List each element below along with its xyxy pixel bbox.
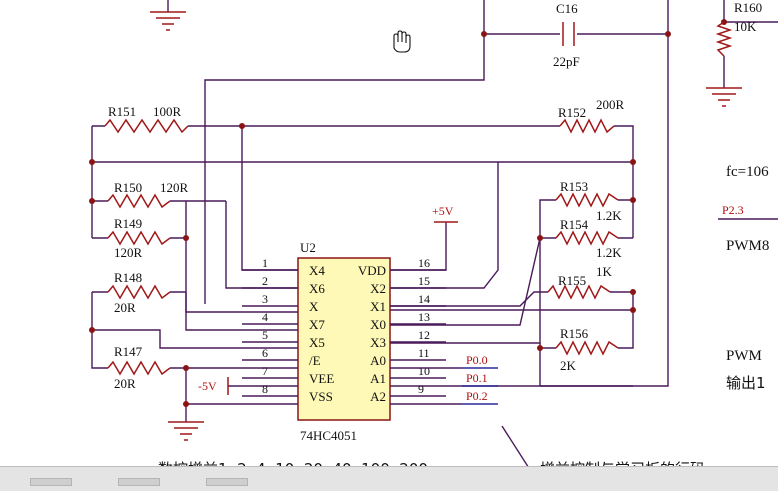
resistor-r147: R147 20R	[107, 344, 171, 391]
chip-pin-number: 7	[262, 364, 268, 378]
chip-pin-name: VEE	[309, 371, 334, 386]
r160-value: 10K	[734, 19, 757, 34]
chip-pin-name: A1	[370, 371, 386, 386]
chip-pin-number: 14	[418, 292, 430, 306]
r147-ref: R147	[114, 344, 143, 359]
ground-symbol-top	[150, 11, 186, 31]
status-slot	[30, 478, 72, 486]
ground-symbol-r160	[706, 87, 742, 107]
r148-value: 20R	[114, 300, 136, 315]
r153-value: 1.2K	[596, 208, 622, 223]
chip-pin-name: VDD	[358, 263, 386, 278]
chip-pin-number: 15	[418, 274, 430, 288]
plus5v-label: +5V	[432, 204, 454, 218]
chip-pin-name: X3	[370, 335, 386, 350]
r152-value: 200R	[596, 97, 625, 112]
r150-ref: R150	[114, 180, 142, 195]
r151-ref: R151	[108, 104, 136, 119]
r150-value: 120R	[160, 180, 189, 195]
chip-pin-name: A2	[370, 389, 386, 404]
status-slot	[206, 478, 248, 486]
c16-ref: C16	[556, 1, 578, 16]
chip-pin-number: 1	[262, 256, 268, 270]
side-notes: fc=106 PWM8 PWM 输出1	[726, 164, 769, 392]
capacitor-c16: C16 22pF	[553, 1, 580, 69]
resistor-r155: R155 1K	[547, 264, 613, 300]
chip-pin-name: X0	[370, 317, 386, 332]
chip-pin-name: A0	[370, 353, 386, 368]
net-p23: P2.3	[722, 203, 744, 217]
chip-pin-name: X5	[309, 335, 325, 350]
r151-value: 100R	[153, 104, 182, 119]
r152-ref: R152	[558, 105, 586, 120]
chip-pin-name: X2	[370, 281, 386, 296]
r154-value: 1.2K	[596, 245, 622, 260]
resistor-r154: R154 1.2K	[555, 217, 622, 260]
r149-value: 120R	[114, 245, 143, 260]
chip-pin-name: X6	[309, 281, 325, 296]
chip-pin-number: 12	[418, 328, 430, 342]
hand-cursor-icon	[393, 30, 411, 53]
resistor-r149: R149 120R	[107, 216, 171, 260]
net-labels: P0.0 P0.1 P0.2 P2.3	[390, 203, 744, 405]
pwm8-note: PWM8	[726, 238, 769, 254]
r154-ref: R154	[560, 217, 589, 232]
chip-pin-name: X1	[370, 299, 386, 314]
resistor-r156: R156 2K	[555, 326, 619, 373]
resistor-r151: R151 100R	[104, 104, 189, 134]
power-plus5v: +5V	[432, 204, 458, 223]
net-p02: P0.2	[466, 389, 488, 403]
resistor-r160: R160 10K	[715, 0, 762, 57]
status-bar	[0, 466, 778, 491]
r147-value: 20R	[114, 376, 136, 391]
chip-pin-number: 3	[262, 292, 268, 306]
wires	[91, 0, 778, 477]
chip-pin-number: 16	[418, 256, 430, 270]
chip-pin-number: 11	[418, 346, 430, 360]
minus5v-label: -5V	[198, 379, 217, 393]
chip-ref: U2	[300, 240, 316, 255]
resistor-r153: R153 1.2K	[555, 179, 622, 223]
chip-pin-number: 10	[418, 364, 430, 378]
fc-note: fc=106	[726, 164, 769, 180]
power-minus5v: -5V	[198, 377, 229, 395]
chip-body	[297, 257, 391, 421]
chip-pin-number: 4	[262, 310, 268, 324]
chip-pin-number: 6	[262, 346, 268, 360]
ground-symbol-chip	[168, 421, 204, 441]
junction-dots	[89, 19, 727, 407]
pwm-note: PWM	[726, 348, 762, 364]
chip-pin-number: 5	[262, 328, 268, 342]
chip-pin-number: 9	[418, 382, 424, 396]
output-note: 输出1	[726, 374, 766, 392]
chip-part: 74HC4051	[300, 428, 357, 443]
resistor-r150: R150 120R	[107, 180, 189, 209]
chip-pin-name: /E	[309, 353, 321, 368]
r155-value: 1K	[596, 264, 613, 279]
chip-pin-number: 2	[262, 274, 268, 288]
r153-ref: R153	[560, 179, 588, 194]
resistor-r152: R152 200R	[558, 97, 625, 134]
resistor-r148: R148 20R	[107, 270, 171, 315]
r156-ref: R156	[560, 326, 589, 341]
chip-pin-number: 13	[418, 310, 430, 324]
r160-ref: R160	[734, 0, 762, 15]
r155-ref: R155	[558, 273, 586, 288]
chip-pin-name: X	[309, 299, 319, 314]
net-p00: P0.0	[466, 353, 488, 367]
c16-value: 22pF	[553, 54, 580, 69]
chip-pin-number: 8	[262, 382, 268, 396]
chip-pin-name: VSS	[309, 389, 333, 404]
r148-ref: R148	[114, 270, 142, 285]
chip-pin-name: X7	[309, 317, 325, 332]
status-slot	[118, 478, 160, 486]
net-p01: P0.1	[466, 371, 488, 385]
r156-value: 2K	[560, 358, 577, 373]
r149-ref: R149	[114, 216, 142, 231]
chip-pin-name: X4	[309, 263, 325, 278]
